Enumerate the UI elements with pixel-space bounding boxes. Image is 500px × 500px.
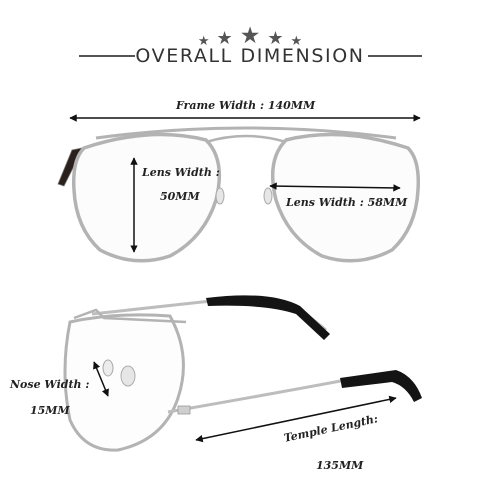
- star-icon: ★: [216, 28, 233, 49]
- side-view: [63, 295, 422, 452]
- lens-width-label: Lens Width :: [142, 166, 220, 179]
- nose-width-label: Nose Width :: [10, 378, 90, 391]
- rating-stars: ★ ★ ★ ★ ★: [0, 18, 500, 49]
- lens-width-value: 50MM: [160, 190, 200, 203]
- right-lens-rim: [270, 132, 421, 263]
- nose-pad-left: [215, 187, 225, 205]
- title-rule-right: [368, 55, 422, 57]
- page-title: OVERALL DIMENSION: [135, 45, 365, 67]
- nose-width-value: 15MM: [30, 404, 70, 417]
- star-icon: ★: [267, 28, 284, 49]
- side-nose-pad: [120, 365, 136, 387]
- nose-width-arrow: [93, 361, 109, 397]
- far-temple-tip: [206, 295, 330, 340]
- title-bar: OVERALL DIMENSION: [0, 40, 500, 72]
- nose-pad-right: [263, 187, 273, 205]
- top-bar: [95, 126, 397, 140]
- side-nose-pad-2: [102, 359, 114, 377]
- near-temple-arm: [167, 372, 397, 414]
- left-lens-rim: [71, 132, 222, 263]
- lens-height-label: Lens Width : 58MM: [286, 196, 408, 209]
- nose-bridge: [205, 134, 287, 144]
- lens-height-arrow: [269, 182, 401, 192]
- star-icon: ★: [290, 34, 303, 49]
- temple-length-arrow: [195, 395, 397, 443]
- side-top-bar: [73, 308, 187, 324]
- star-icon: ★: [239, 23, 261, 49]
- front-view: [57, 114, 421, 263]
- title-rule-left: [79, 55, 135, 57]
- frame-width-label: Frame Width : 140MM: [176, 99, 316, 112]
- hinge: [177, 405, 191, 415]
- star-icon: ★: [197, 34, 210, 49]
- temple-length-value: 135MM: [316, 459, 364, 472]
- near-temple-tip: [340, 370, 422, 402]
